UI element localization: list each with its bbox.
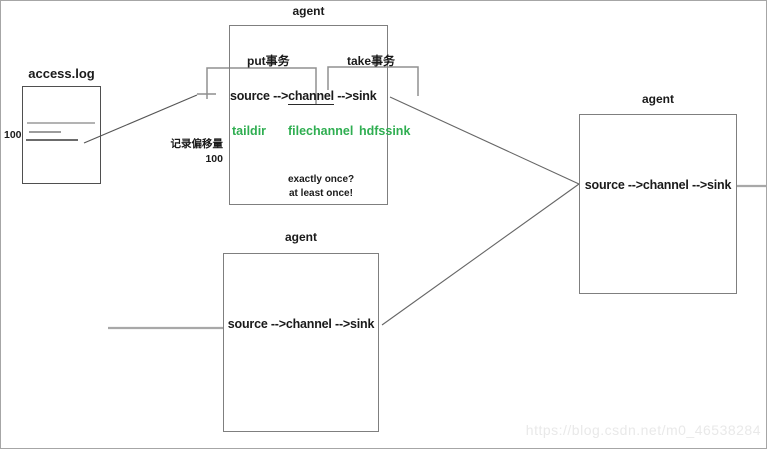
csdn-watermark: https://blog.csdn.net/m0_46538284 — [525, 422, 761, 438]
access-log-title: access.log — [28, 66, 95, 81]
agent-right-title: agent — [641, 92, 674, 106]
agent-bottom-box — [223, 253, 379, 432]
agent-bottom-pipeline: source -->channel -->sink — [227, 317, 375, 331]
offset-note: 记录偏移量 100 — [143, 137, 224, 167]
pipeline-channel-text: channel — [288, 89, 334, 105]
semantics-answer: at least once! — [289, 188, 353, 199]
component-hdfssink: hdfssink — [359, 124, 411, 138]
take-transaction-label: take事务 — [347, 54, 396, 68]
put-transaction-label: put事务 — [247, 54, 290, 68]
log-offset-marker: 100 — [4, 129, 22, 141]
agent-right-box — [579, 114, 737, 294]
pipeline-source-text: source --> — [230, 89, 289, 103]
component-filechannel: filechannel — [288, 124, 354, 138]
agent-right-pipeline: source -->channel -->sink — [584, 178, 732, 192]
log-to-agent-line — [83, 94, 198, 144]
bottom-sink-to-right-agent-line — [381, 183, 580, 326]
access-log-box — [22, 86, 101, 184]
offset-note-value: 100 — [205, 153, 223, 165]
put-transaction-bracket — [206, 67, 317, 104]
agent-top-title: agent — [292, 4, 325, 18]
agent-top-box — [229, 25, 388, 205]
semantics-question: exactly once? — [288, 174, 355, 185]
take-transaction-bracket — [327, 66, 419, 96]
agent-top-pipeline: source -->channel -->sink — [230, 89, 377, 105]
agent-bottom-title: agent — [284, 230, 317, 244]
top-sink-to-right-agent-line — [389, 96, 580, 185]
component-taildir: taildir — [232, 124, 267, 138]
offset-note-text: 记录偏移量 — [170, 138, 224, 150]
pipeline-sink-text: -->sink — [333, 89, 377, 103]
